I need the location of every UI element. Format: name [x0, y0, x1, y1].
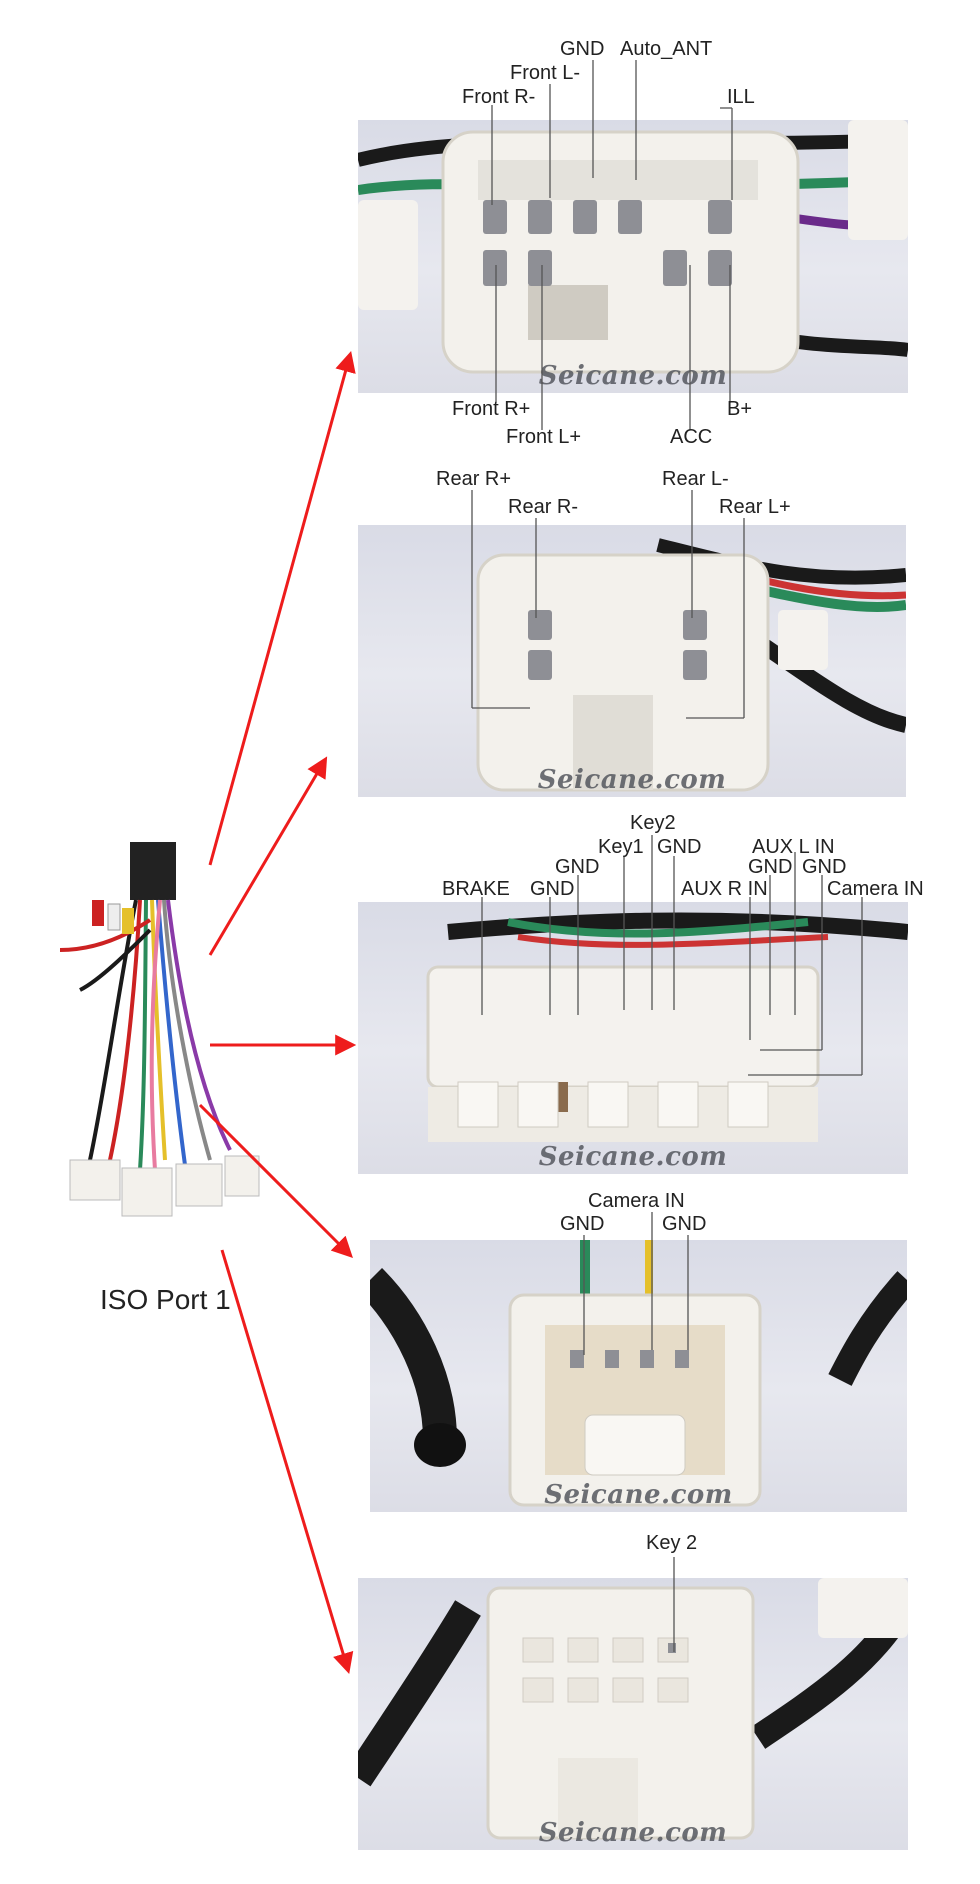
arrow-to-connector-4 [198, 1103, 353, 1258]
label-rear-l-plus: Rear L+ [719, 496, 791, 518]
connector-2-graphic [476, 538, 906, 792]
connector-3-graphic [426, 912, 908, 1142]
label-gnd-right-p4: GND [662, 1213, 707, 1235]
label-auto-ant: Auto_ANT [620, 38, 713, 60]
photo-connector-1: Seicane.com [358, 120, 908, 393]
watermark-3: Seicane.com [538, 1142, 728, 1172]
label-gnd-a: GND [657, 836, 702, 858]
watermark-4: Seicane.com [544, 1480, 733, 1510]
label-front-r-minus: Front R- [462, 86, 536, 108]
label-key2: Key2 [630, 812, 676, 834]
connector-4-graphic [370, 1240, 907, 1507]
label-camera-in-p4: Camera IN [588, 1190, 685, 1212]
label-gnd-c: GND [530, 878, 575, 900]
arrow-to-connector-5 [220, 1249, 354, 1675]
leader-lines [471, 60, 863, 1652]
label-gnd-b: GND [555, 856, 600, 878]
label-rear-r-minus: Rear R- [508, 496, 579, 518]
label-front-r-plus: Front R+ [452, 398, 531, 420]
label-rear-r-plus: Rear R+ [436, 468, 512, 490]
watermark-1: Seicane.com [538, 361, 728, 391]
label-ill: ILL [727, 86, 755, 108]
label-b-plus: B+ [727, 398, 753, 420]
connector-5-graphic [358, 1578, 908, 1840]
label-gnd-left-p4: GND [560, 1213, 605, 1235]
watermark-2: Seicane.com [537, 765, 727, 795]
label-aux-r-in: AUX R IN [681, 878, 768, 900]
label-rear-l-minus: Rear L- [662, 468, 729, 490]
photo-connector-5: Seicane.com [358, 1578, 908, 1850]
label-gnd-e: GND [802, 856, 847, 878]
label-key-2-p5: Key 2 [646, 1532, 698, 1554]
photo-connector-4: Seicane.com [370, 1240, 907, 1512]
photo-connector-2: Seicane.com [358, 525, 906, 797]
iso-harness-photo [59, 842, 260, 1217]
label-front-l-minus: Front L- [510, 62, 581, 84]
label-acc: ACC [670, 426, 713, 448]
label-brake: BRAKE [442, 878, 510, 900]
watermark-5: Seicane.com [538, 1818, 728, 1848]
label-key1: Key1 [598, 836, 644, 858]
connector-1-graphic [358, 120, 908, 374]
label-aux-l-in: AUX L IN [752, 836, 835, 858]
photo-connector-3: Seicane.com [358, 902, 908, 1174]
label-front-l-plus: Front L+ [506, 426, 582, 448]
label-gnd-d: GND [748, 856, 793, 878]
arrow-to-connector-2 [208, 756, 328, 956]
arrow-to-connector-1 [208, 350, 356, 866]
red-arrows [198, 350, 357, 1675]
label-gnd-p1: GND [560, 38, 605, 60]
harness-caption: ISO Port 1 [100, 1284, 231, 1315]
label-camera-in-p3: Camera IN [827, 878, 924, 900]
